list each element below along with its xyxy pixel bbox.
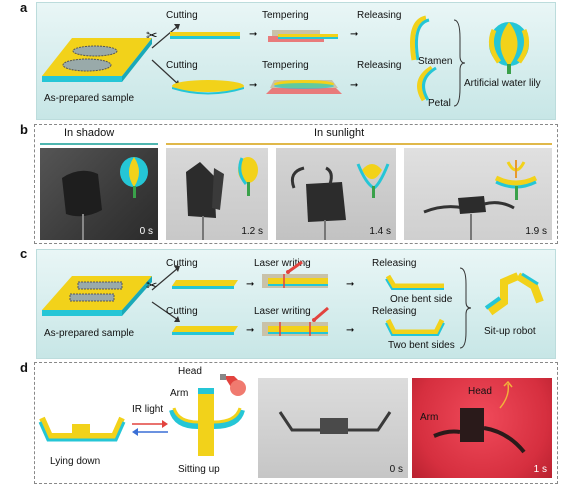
time-label-1.9s: 1.9 s	[525, 226, 547, 237]
panel-label-b: b	[20, 122, 28, 137]
releasing-label-c-bottom: Releasing	[372, 306, 417, 317]
stamen-shape	[410, 15, 430, 61]
arrow-a-top-1: ➞	[249, 29, 258, 40]
arrow-c-bottom-2: ➞	[346, 325, 355, 336]
brace-a	[453, 19, 466, 107]
cutting-label-c-top: Cutting	[166, 258, 198, 269]
sit-up-robot-icon	[484, 272, 544, 316]
photo-shadow-0s: 0 s	[40, 148, 158, 240]
shadow-line	[40, 143, 158, 145]
time-label-d-0s: 0 s	[389, 464, 403, 475]
water-lily-icon	[488, 22, 530, 74]
disk-bottom-a	[172, 80, 244, 95]
panel-label-a: a	[20, 0, 28, 15]
panel-label-d: d	[20, 360, 28, 375]
sample-label-c: As-prepared sample	[44, 328, 135, 339]
arrow-a-bottom-1: ➞	[249, 80, 258, 91]
lying-down-label: Lying down	[50, 456, 101, 467]
time-label-1.2s: 1.2 s	[241, 226, 263, 237]
water-lily-label: Artificial water lily	[464, 78, 541, 89]
sitting-up-robot	[169, 388, 245, 456]
time-label-d-1s: 1 s	[533, 464, 547, 475]
lying-down-robot	[38, 416, 126, 442]
shadow-label: In shadow	[64, 127, 115, 139]
sample-label-a: As-prepared sample	[44, 93, 135, 104]
stamen-label: Stamen	[418, 56, 453, 67]
photo-sunlight-1.4s: 1.4 s	[276, 148, 396, 240]
tempering-label-a-top: Tempering	[262, 10, 309, 21]
sample-slab-c	[42, 276, 152, 316]
one-bent-strip	[385, 274, 444, 290]
one-bent-label: One bent side	[390, 294, 453, 305]
ir-lamp-icon	[220, 374, 246, 396]
panel-label-c: c	[20, 246, 28, 261]
releasing-label-c-top: Releasing	[372, 258, 417, 269]
head-label: Head	[178, 366, 202, 377]
laser-label-c-bottom: Laser writing	[254, 306, 311, 317]
panel-b-frame	[34, 124, 558, 244]
panel-d-frame	[34, 362, 558, 484]
photo-head-label: Head	[468, 386, 492, 397]
photo-sunlight-1.2s: 1.2 s	[166, 148, 268, 240]
tempering-stack-top-a	[268, 30, 338, 42]
arrow-a-top-2: ➞	[350, 29, 359, 40]
releasing-label-a-top: Releasing	[357, 10, 402, 21]
laser-strip-bottom-c	[262, 306, 329, 336]
sunlight-label: In sunlight	[314, 127, 365, 139]
sunlight-line	[166, 143, 552, 145]
photo-sunlight-1.9s: 1.9 s	[404, 148, 552, 240]
brace-c	[459, 267, 472, 349]
cutting-label-c-bottom: Cutting	[166, 306, 198, 317]
sit-up-robot-label: Sit-up robot	[484, 326, 536, 337]
time-label-0s: 0 s	[139, 226, 153, 237]
arrow-a-bottom-2: ➞	[350, 80, 359, 91]
scissors-icon: ✂	[146, 27, 158, 43]
laser-label-c-top: Laser writing	[254, 258, 311, 269]
releasing-label-a-bottom: Releasing	[357, 60, 402, 71]
arm-label: Arm	[170, 388, 189, 399]
cutting-label-a-top: Cutting	[166, 10, 198, 21]
cutting-label-a-bottom: Cutting	[166, 60, 198, 71]
sample-slab-a	[42, 38, 152, 82]
photo-arm-label: Arm	[420, 412, 439, 423]
strip-top-c	[172, 280, 238, 289]
two-bent-strip	[385, 318, 445, 336]
reversible-arrows	[132, 420, 168, 436]
strip-top-a	[170, 32, 240, 39]
laser-strip-top-c	[262, 260, 328, 288]
two-bent-label: Two bent sides	[388, 340, 455, 351]
tempering-label-a-bottom: Tempering	[262, 60, 309, 71]
branch-arrows-c	[151, 266, 180, 322]
photo-robot-0s: 0 s	[258, 378, 408, 478]
arrow-c-top-1: ➞	[246, 279, 255, 290]
arrow-c-bottom-1: ➞	[246, 325, 255, 336]
tempering-stack-bottom-a	[266, 80, 342, 94]
petal-shape	[417, 65, 437, 102]
time-label-1.4s: 1.4 s	[369, 226, 391, 237]
photo-robot-1s: Head Arm 1 s	[412, 378, 552, 478]
scissors-icon-c: ✂	[146, 277, 158, 293]
sitting-up-label: Sitting up	[178, 464, 220, 475]
petal-label: Petal	[428, 98, 451, 109]
arrow-c-top-2: ➞	[346, 279, 355, 290]
strip-bottom-c	[172, 326, 238, 335]
ir-light-label: IR light	[132, 404, 164, 415]
